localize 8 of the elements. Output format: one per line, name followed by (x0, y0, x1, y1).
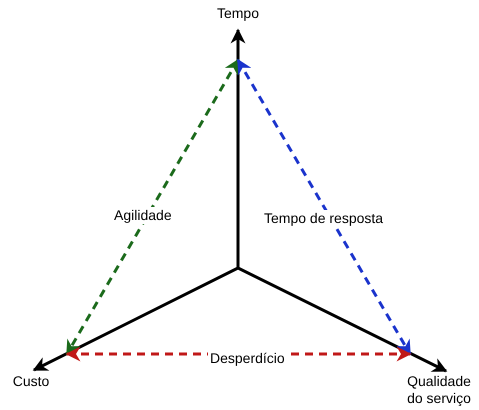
edge-label: Agilidade (112, 207, 174, 224)
axis-label: Tempo (208, 5, 268, 22)
edge-label: Tempo de resposta (262, 210, 386, 227)
double-arrow (66, 58, 240, 356)
axis-label: Qualidade do serviço (400, 373, 478, 407)
double-arrow (236, 58, 412, 356)
edge-label: Desperdício (208, 350, 287, 367)
axis-label: Custo (6, 373, 56, 390)
